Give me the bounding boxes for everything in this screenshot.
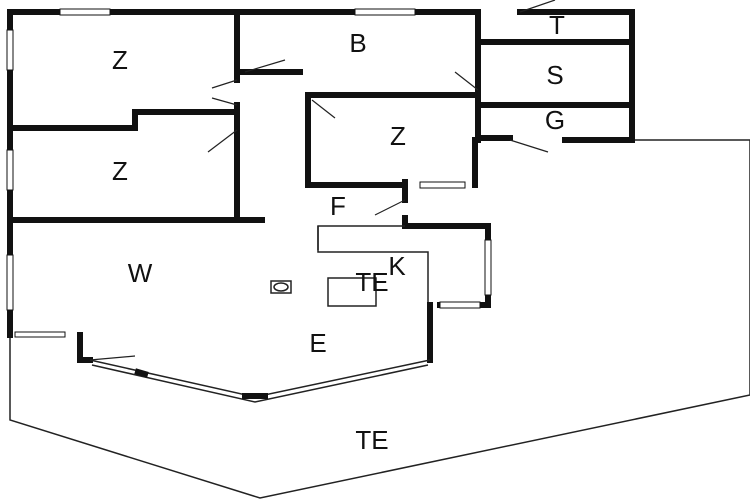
room-label-hall: F [330,191,346,221]
room-label-bedroom: Z [390,121,406,151]
door-swing [509,139,549,153]
door-swing [311,99,336,119]
wall [402,223,491,308]
door-swing [454,71,479,91]
room-label-indoor-terrace: TE [355,267,388,297]
door-swing [374,199,406,216]
wall [305,92,408,188]
terrace-outline [9,139,750,499]
window [6,29,14,71]
fireplace-icon [273,282,289,292]
window [14,331,66,338]
room-label-bedroom: Z [112,45,128,75]
wall [7,109,240,131]
room-label-toilet: T [549,10,565,40]
window [6,149,14,191]
room-label-dining: E [309,328,326,358]
stove-box [327,277,377,307]
door-swing [207,129,238,153]
kitchen-counter [317,226,429,302]
wall [77,332,93,363]
room-label-bathroom: B [349,28,366,58]
door-swing [211,79,238,89]
window [439,301,481,309]
wall [134,368,149,378]
fireplace-icon [270,280,292,294]
room-label-terrace: TE [355,425,388,455]
window [484,239,492,296]
room-label-sauna: S [546,60,563,90]
window [59,8,111,16]
door-swing [519,0,556,13]
outer-wall-top [7,9,481,333]
window [6,254,14,311]
room-label-kitchen: K [388,251,406,281]
room-label-bedroom: Z [112,156,128,186]
room-label-living: W [128,258,153,288]
door-swing [89,355,136,361]
door-swing [244,59,286,73]
kitchen-counter [317,225,405,250]
bay-window [89,359,431,398]
door-swing [211,97,238,106]
room-label-storage: G [545,105,565,135]
outer-wall-right-block [517,9,635,143]
window [419,181,466,189]
window [354,8,416,16]
